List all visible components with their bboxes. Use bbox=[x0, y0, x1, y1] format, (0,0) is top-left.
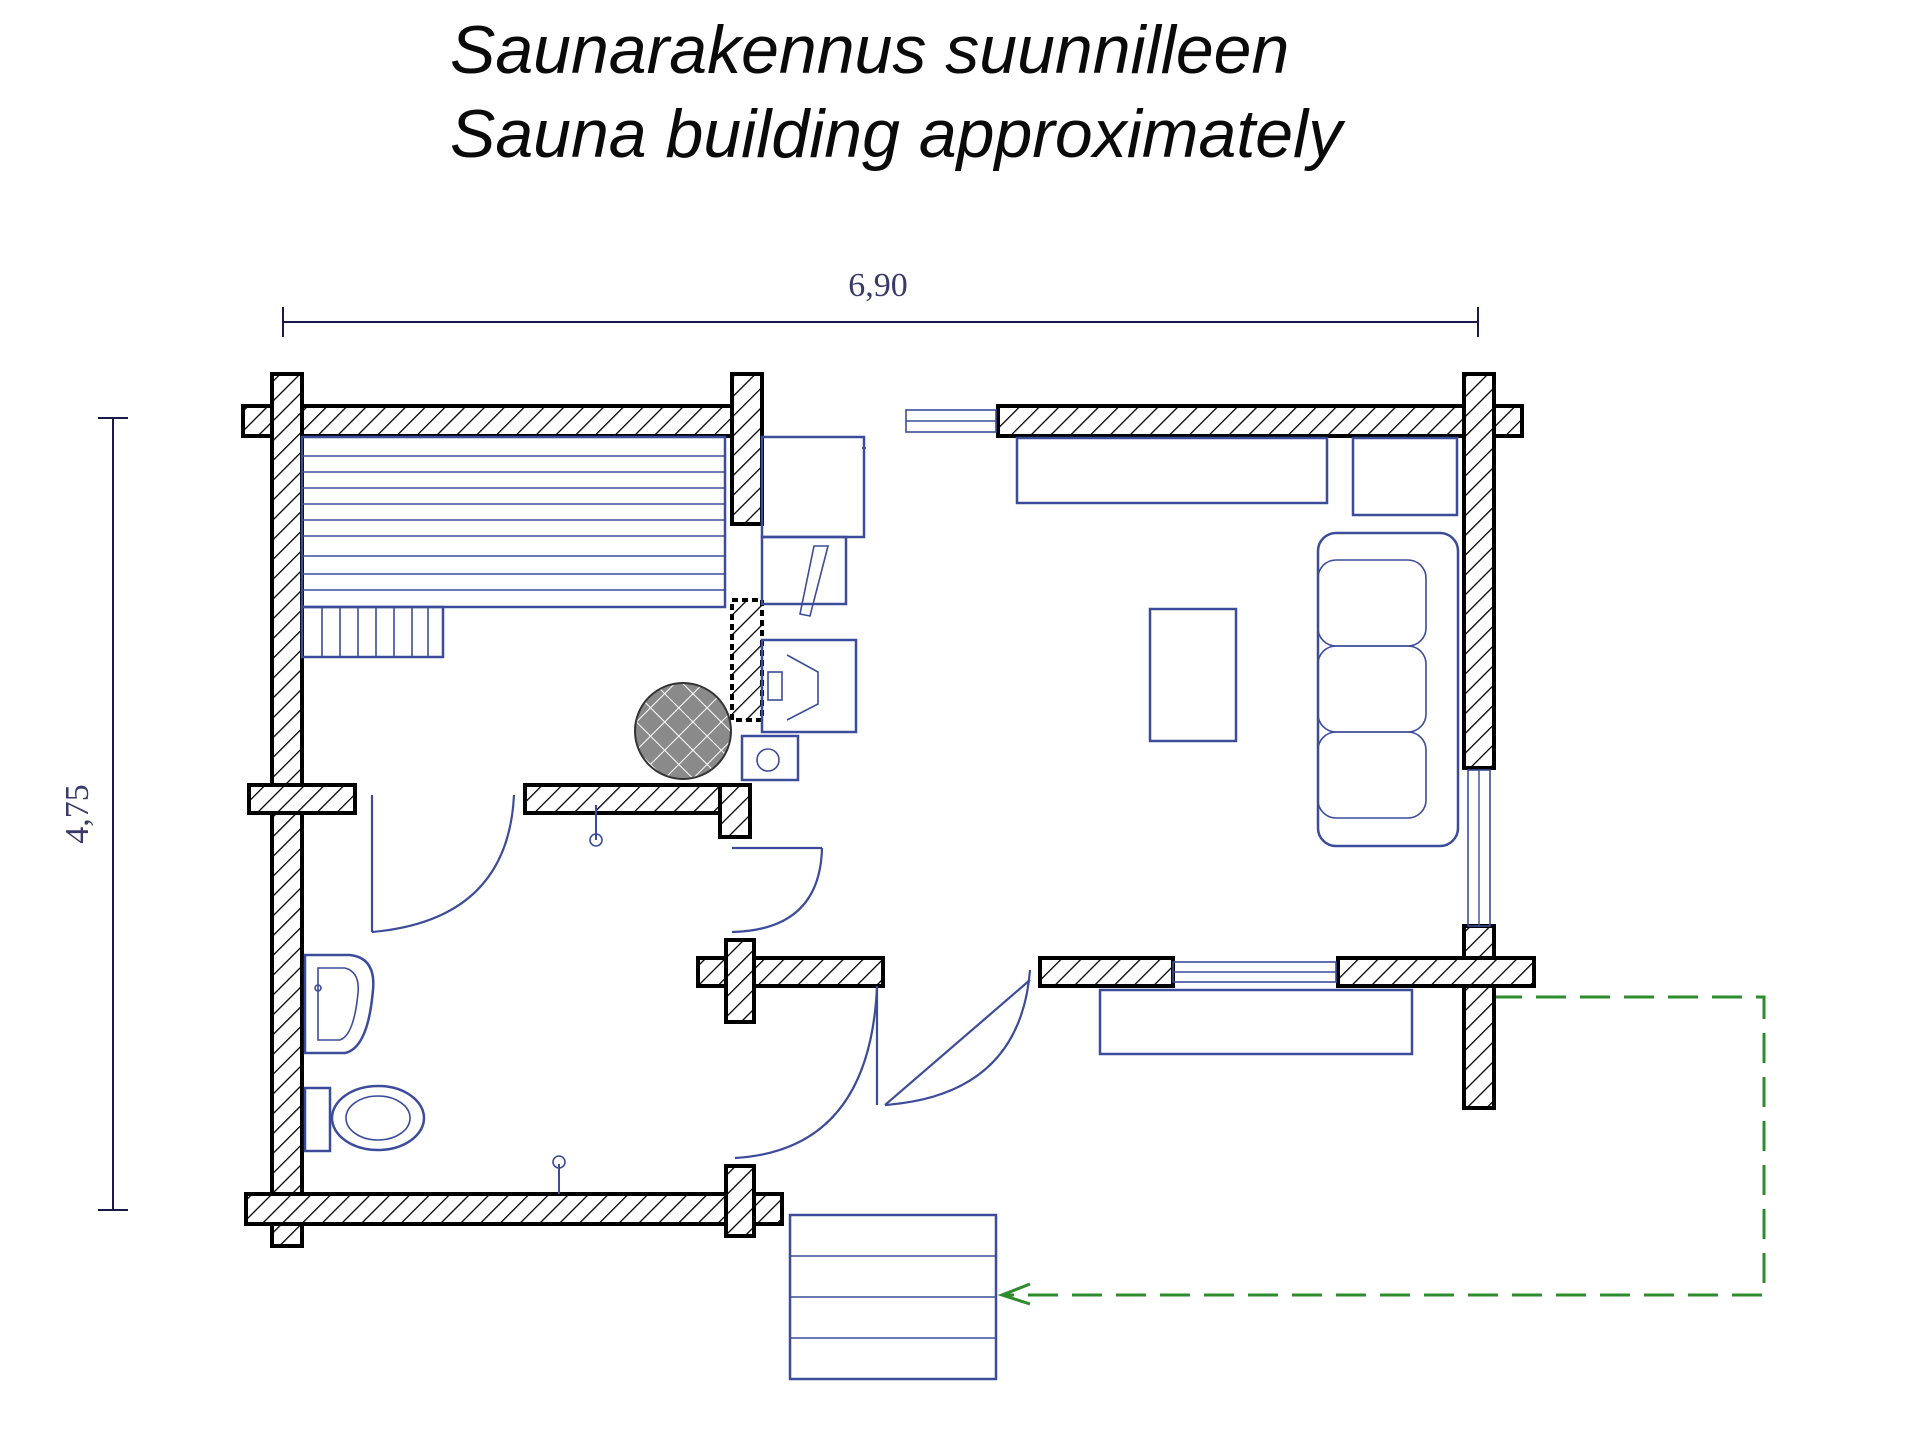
title-english: Sauna building approximately bbox=[450, 96, 1343, 172]
title-finnish: Saunarakennus suunnilleen bbox=[450, 12, 1290, 88]
sofa bbox=[1316, 531, 1460, 848]
entrance-steps bbox=[788, 1213, 998, 1381]
title-block: Saunarakennus suunnilleen Sauna building… bbox=[450, 8, 1750, 176]
doors bbox=[370, 794, 1032, 1160]
sauna-stove bbox=[634, 682, 732, 780]
sideboard bbox=[1015, 436, 1329, 505]
living-room-furniture bbox=[1015, 436, 1460, 1056]
walls bbox=[241, 372, 1536, 1248]
terrace-outline bbox=[1002, 995, 1766, 1297]
washroom-fixtures bbox=[303, 953, 426, 1153]
width-label: 6,90 bbox=[848, 267, 908, 304]
windows bbox=[905, 409, 1491, 983]
toilet-tank bbox=[303, 1086, 332, 1153]
cabinet bbox=[1351, 436, 1459, 517]
fireplace bbox=[740, 435, 866, 782]
depth-dimension: 4,75 bbox=[59, 417, 128, 1211]
sauna-benches bbox=[300, 435, 727, 659]
shower-fixtures bbox=[552, 805, 603, 1194]
depth-label: 4,75 bbox=[59, 784, 96, 844]
toilet-bowl bbox=[330, 1084, 426, 1152]
coffee-table bbox=[1148, 607, 1238, 743]
width-dimension: 6,90 bbox=[282, 267, 1479, 337]
terrace-arrow bbox=[997, 1282, 1031, 1306]
terrace-bench bbox=[1098, 988, 1414, 1056]
sink bbox=[303, 953, 375, 1055]
